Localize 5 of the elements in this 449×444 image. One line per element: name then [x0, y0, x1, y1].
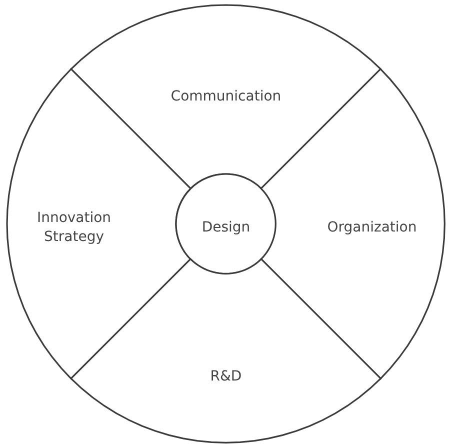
segment-label: Communication	[170, 88, 282, 106]
segment-label: R&D	[209, 368, 243, 386]
segment-label: Innovation Strategy	[36, 209, 112, 247]
center-label: Design	[200, 218, 252, 238]
segment-label: Organization	[326, 218, 418, 238]
